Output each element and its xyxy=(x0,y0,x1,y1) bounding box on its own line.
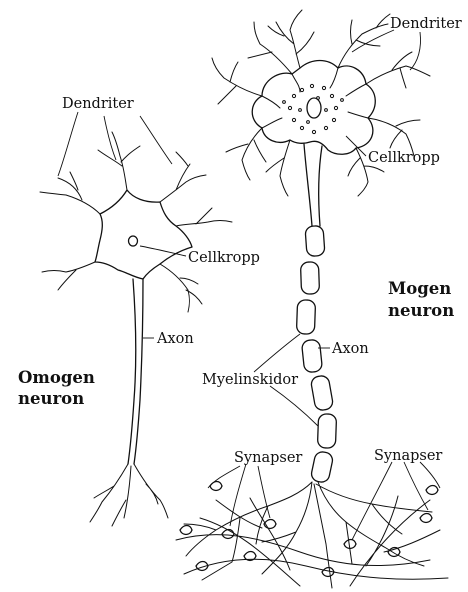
myelin-sheaths-label: Myelinskidor xyxy=(202,372,298,388)
mature-cell-body-label: Cellkropp xyxy=(368,150,440,166)
immature-dendrite xyxy=(98,132,140,190)
immature-cell-body-label: Cellkropp xyxy=(188,250,260,266)
mature-neuron-title-line2: neuron xyxy=(388,301,454,320)
mature-dendrite xyxy=(366,52,430,88)
mature-dendrite xyxy=(266,140,290,196)
mature-axon xyxy=(304,144,322,226)
mature-dendrite xyxy=(248,22,292,74)
immature-dendrite xyxy=(176,208,232,226)
immature-axon xyxy=(128,279,143,464)
immature-dendrite xyxy=(40,172,100,214)
mature-dendrite xyxy=(212,58,262,104)
mature-myelin-sheaths xyxy=(296,225,336,483)
mature-axon-label: Axon xyxy=(331,341,369,357)
immature-axon-terminals xyxy=(90,464,168,526)
mature-dendrite xyxy=(226,128,266,180)
immature-dendrite xyxy=(42,262,95,290)
immature-dendrite xyxy=(160,264,202,312)
immature-neuron-title-line2: neuron xyxy=(18,389,84,408)
mature-dendrite xyxy=(268,10,314,68)
mature-neuron-title-line1: Mogen xyxy=(388,279,451,298)
mature-cell-body xyxy=(252,61,375,155)
mature-nucleus xyxy=(307,98,321,118)
immature-nucleus xyxy=(129,236,138,246)
immature-cell-body xyxy=(95,190,192,279)
immature-dendrite xyxy=(160,152,206,202)
mature-neuron xyxy=(176,10,448,588)
synapses-left-label: Synapser xyxy=(234,450,302,466)
mature-dendrite xyxy=(338,14,390,68)
immature-neuron xyxy=(40,132,232,526)
mature-dendrites-label: Dendriter xyxy=(390,16,462,32)
immature-dendrites-label: Dendriter xyxy=(62,96,134,112)
mature-nissl-granules xyxy=(283,84,344,133)
immature-neuron-title-line1: Omogen xyxy=(18,368,95,387)
synapses-right-label: Synapser xyxy=(374,448,442,464)
immature-axon-label: Axon xyxy=(156,331,194,347)
